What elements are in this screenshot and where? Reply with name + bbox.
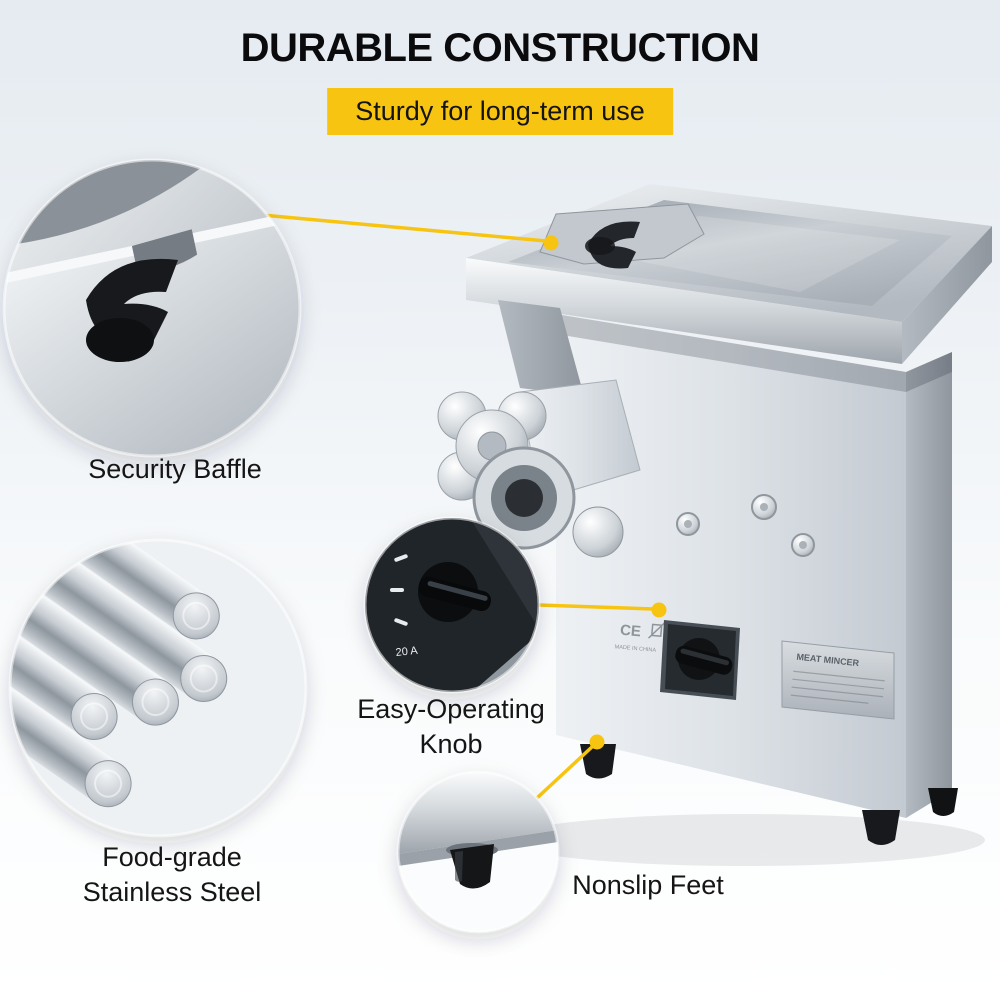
callout-feet — [396, 770, 560, 934]
callout-connectors — [261, 213, 654, 800]
weee-bin-icon — [650, 623, 663, 637]
machine-shadow — [505, 814, 985, 866]
machine-feet — [580, 744, 958, 845]
callout-dots — [543, 235, 667, 750]
security-baffle-part — [539, 203, 705, 269]
spec-plate: MEAT MINCER — [781, 640, 895, 720]
callout-knob: 20 A — [363, 516, 541, 694]
switch-tick-marks — [390, 554, 408, 626]
stainless-steel-label: Food-grade Stainless Steel — [82, 842, 262, 907]
under-tray-shadow — [556, 314, 906, 392]
ce-marking: CE MADE IN CHINA — [614, 622, 666, 654]
nonslip-feet-label: Nonslip Feet — [572, 870, 724, 900]
machine-tray — [466, 184, 992, 364]
machine-switch — [660, 620, 740, 700]
grinder-head — [437, 379, 641, 558]
front-bolts — [676, 494, 815, 557]
easy-operating-knob-label: Easy-Operating Knob — [357, 694, 545, 759]
ce-text: CE — [619, 622, 641, 641]
grinder-neck — [498, 300, 584, 396]
switch-amp-label: 20 A — [395, 645, 419, 659]
steel-rods — [10, 540, 228, 808]
page-title: DURABLE CONSTRUCTION — [240, 26, 760, 70]
callout-stainless-steel — [8, 538, 308, 838]
subtitle-banner: Sturdy for long-term use — [327, 88, 673, 135]
machine-side-face — [906, 352, 952, 818]
made-in-text: MADE IN CHINA — [614, 644, 656, 654]
dome-knob — [572, 506, 624, 558]
meat-grinder: CE MADE IN CHINA MEAT MINCER — [437, 184, 992, 866]
security-baffle-label: Security Baffle — [88, 454, 262, 484]
